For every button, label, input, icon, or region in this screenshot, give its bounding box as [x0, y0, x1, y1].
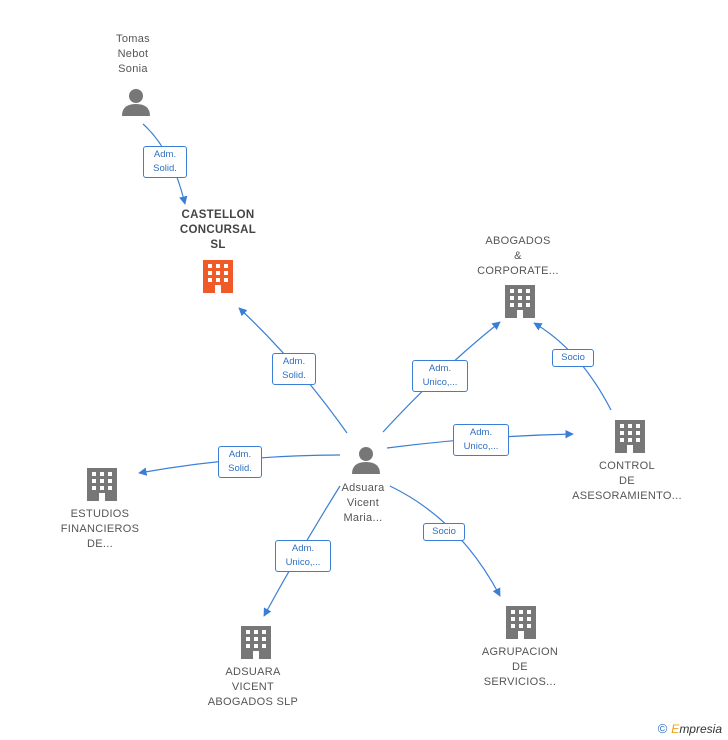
edge-label-line: Adm. — [291, 543, 315, 554]
copyright-icon: © — [657, 721, 668, 736]
building-icon-highlight[interactable] — [203, 260, 233, 293]
edge-label-adsuara-estudios: Adm. Solid. — [218, 446, 262, 478]
label-line: ADSUARA — [225, 666, 281, 678]
edge-label-line: Socio — [432, 526, 456, 537]
brand-initial: E — [671, 722, 680, 736]
node-label-adsuara[interactable]: Adsuara Vicent Maria... — [323, 481, 403, 526]
label-line: AGRUPACION — [481, 646, 559, 658]
edge-label-tomas-castellon: Adm. Solid. — [143, 146, 187, 178]
building-icon[interactable] — [506, 606, 536, 639]
label-line: DE... — [87, 538, 113, 550]
brand-logo: Empresia — [671, 722, 722, 736]
label-line: SERVICIOS... — [483, 676, 557, 688]
edge-label-line: Adm. — [228, 449, 252, 460]
edge-label-line: Solid. — [153, 163, 177, 174]
label-line: FINANCIEROS — [60, 523, 140, 535]
edge-label-control-abogados: Socio — [552, 349, 594, 367]
node-label-tomas[interactable]: Tomas Nebot Sonia — [93, 32, 173, 77]
edge-label-adsuara-castellon: Adm. Solid. — [272, 353, 316, 385]
edge-label-line: Solid. — [282, 370, 306, 381]
person-icon[interactable] — [352, 447, 380, 474]
building-icon[interactable] — [615, 420, 645, 453]
edge-label-adsuara-agrupacion: Socio — [423, 523, 465, 541]
edge-label-line: Adm. — [428, 363, 452, 374]
edge-label-line: Adm. — [282, 356, 306, 367]
node-label-adsuara-slp[interactable]: ADSUARA VICENT ABOGADOS SLP — [193, 665, 313, 710]
label-line: & — [514, 250, 522, 262]
label-line: ABOGADOS SLP — [207, 696, 299, 708]
building-icon[interactable] — [241, 626, 271, 659]
person-icon[interactable] — [122, 89, 150, 116]
label-line: Maria... — [343, 512, 383, 524]
label-line: Nebot — [117, 48, 149, 60]
edge-label-line: Unico,... — [285, 557, 321, 568]
label-line: CONTROL — [599, 460, 655, 472]
building-icon[interactable] — [87, 468, 117, 501]
label-line: CASTELLON — [181, 209, 255, 221]
node-label-agrupacion[interactable]: AGRUPACION DE SERVICIOS... — [465, 645, 575, 690]
edge-label-adsuara-slp: Adm. Unico,... — [275, 540, 331, 572]
label-line: ABOGADOS — [485, 235, 551, 247]
label-line: Sonia — [118, 63, 148, 75]
label-line: DE — [512, 661, 528, 673]
label-line: ASESORAMIENTO... — [572, 490, 682, 502]
edge-label-adsuara-abogados: Adm. Unico,... — [412, 360, 468, 392]
footer-brand: ©Empresia — [658, 721, 722, 736]
node-label-estudios[interactable]: ESTUDIOS FINANCIEROS DE... — [45, 507, 155, 552]
label-line: CORPORATE... — [477, 265, 559, 277]
edge-label-adsuara-control: Adm. Unico,... — [453, 424, 509, 456]
node-label-castellon[interactable]: CASTELLON CONCURSAL SL — [163, 208, 273, 253]
label-line: DE — [619, 475, 635, 487]
edge-label-line: Solid. — [228, 463, 252, 474]
edge-label-line: Unico,... — [463, 441, 499, 452]
edge-adsuara-agrupacion — [389, 485, 501, 597]
building-icon[interactable] — [505, 285, 535, 318]
label-line: ESTUDIOS — [70, 508, 130, 520]
edge-label-line: Socio — [561, 352, 585, 363]
label-line: VICENT — [231, 681, 275, 693]
label-line: Adsuara — [341, 482, 385, 494]
label-line: Vicent — [346, 497, 380, 509]
label-line: Tomas — [116, 33, 150, 45]
edge-label-line: Adm. — [469, 427, 493, 438]
label-line: SL — [210, 239, 226, 251]
node-label-abogados-corporate[interactable]: ABOGADOS & CORPORATE... — [463, 234, 573, 279]
edge-label-line: Unico,... — [422, 377, 458, 388]
node-label-control[interactable]: CONTROL DE ASESORAMIENTO... — [562, 459, 692, 504]
label-line: CONCURSAL — [179, 224, 257, 236]
brand-rest: mpresia — [679, 722, 722, 736]
edge-label-line: Adm. — [153, 149, 177, 160]
